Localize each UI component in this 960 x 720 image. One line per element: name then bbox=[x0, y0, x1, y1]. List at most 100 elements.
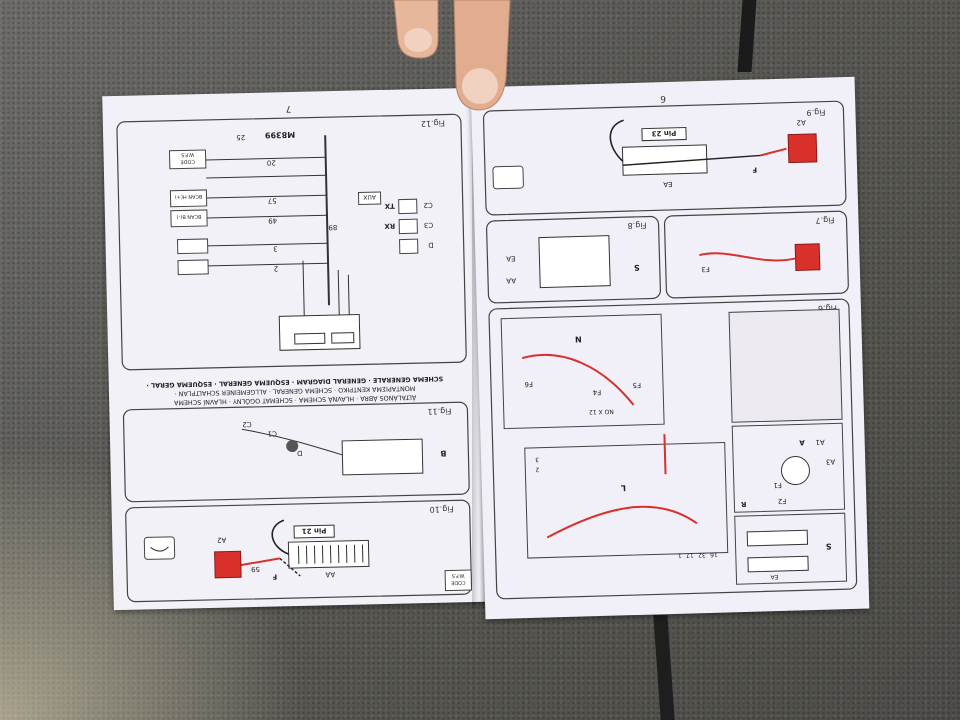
fig11-label: Fig.11 bbox=[427, 406, 451, 416]
fig8-module bbox=[538, 235, 611, 289]
alarm-module bbox=[278, 313, 361, 351]
side-label: D bbox=[428, 241, 434, 249]
fig9-frame bbox=[482, 100, 847, 216]
pin-number: 16 bbox=[710, 551, 718, 558]
dashboard-inset bbox=[524, 441, 729, 559]
fuse-holder bbox=[780, 456, 810, 486]
key-icon-box bbox=[492, 165, 524, 190]
wire bbox=[206, 194, 327, 199]
engine-photo-inset bbox=[728, 308, 843, 423]
black-wire bbox=[609, 119, 624, 162]
aux-label: AUX bbox=[363, 193, 376, 200]
pin-number: 2 bbox=[535, 466, 539, 473]
wire bbox=[208, 262, 329, 267]
fig6-door-inset bbox=[500, 313, 665, 430]
manual-page-left: 7 Fig.12 M8399 CODE W.F.S BCAN H(+) BCAN… bbox=[102, 87, 486, 611]
fig10-tag: F bbox=[272, 572, 277, 580]
wfs-label: W.F.S bbox=[181, 151, 194, 157]
red-wire bbox=[760, 147, 787, 157]
black-wire bbox=[271, 519, 289, 555]
side-label: RX bbox=[384, 222, 396, 230]
red-fuse-block bbox=[214, 550, 242, 579]
red-fuse-block bbox=[787, 133, 818, 164]
side-label: C2 bbox=[423, 201, 433, 209]
fig8-frame bbox=[486, 215, 661, 304]
code-label: CODE bbox=[180, 158, 195, 164]
f-tag: F bbox=[752, 166, 757, 174]
pin-tag: Pin 23 bbox=[651, 129, 676, 138]
side-label: C3 bbox=[424, 221, 434, 229]
wire bbox=[206, 174, 327, 179]
r-tag: R bbox=[740, 500, 746, 508]
canl-label: BCAN B(-) bbox=[176, 213, 201, 220]
fig11-module bbox=[341, 438, 424, 476]
wire bbox=[206, 214, 327, 219]
wire-number: 25 bbox=[236, 133, 245, 141]
fig6-s-inset bbox=[734, 512, 848, 585]
code-box bbox=[168, 149, 207, 170]
wire bbox=[205, 156, 326, 161]
fig6-frame bbox=[488, 298, 858, 600]
connector-tag: AA bbox=[325, 570, 335, 578]
holding-fingers bbox=[393, 0, 511, 111]
module-port bbox=[294, 332, 326, 345]
pin-tag: Pin 21 bbox=[302, 526, 327, 535]
f3-tag: F3 bbox=[701, 265, 710, 273]
a3-tag: A3 bbox=[826, 457, 835, 465]
wire-number: 49 bbox=[268, 216, 277, 224]
fig8-ea: EA bbox=[506, 254, 516, 262]
mid-caption: NO X 12 bbox=[589, 408, 614, 416]
wire bbox=[207, 242, 328, 247]
fuse-detail-inset bbox=[731, 422, 846, 513]
fig12-label: Fig.12 bbox=[421, 119, 445, 129]
canh-label: BCAN H(+) bbox=[175, 193, 203, 200]
connector bbox=[746, 529, 809, 547]
f4-tag: F4 bbox=[592, 388, 601, 396]
canl-box bbox=[170, 209, 208, 228]
fig11-tag: C2 bbox=[242, 420, 252, 428]
red-wire bbox=[239, 557, 280, 567]
l-tag: L bbox=[621, 483, 626, 492]
fig7-label: Fig.7 bbox=[815, 215, 834, 225]
f1-tag: F1 bbox=[773, 481, 782, 489]
fig6-ea: EA bbox=[770, 573, 779, 580]
wire bbox=[324, 135, 331, 306]
code-tag: CODE bbox=[451, 579, 466, 585]
pin-number: 17 bbox=[686, 551, 694, 558]
fig11-frame bbox=[122, 401, 470, 503]
fig10-label: Fig.10 bbox=[430, 504, 454, 514]
a-tag: A bbox=[799, 438, 805, 446]
f6-tag: F6 bbox=[524, 380, 533, 388]
fig10-frame bbox=[125, 499, 473, 603]
key-icon-box bbox=[143, 536, 176, 560]
wfs-tag: W.F.S bbox=[452, 572, 465, 578]
d-component bbox=[399, 238, 419, 255]
fig10-tag: 59 bbox=[251, 565, 260, 573]
wire-number: 2 bbox=[274, 264, 279, 272]
manual-page-right: 6 Fig.9 EA Pin 23 A2 F Fig.8 EA AA S Fig… bbox=[470, 76, 870, 620]
a1-tag: A1 bbox=[815, 438, 824, 446]
code-tag-box bbox=[444, 569, 473, 592]
pin-tag-box bbox=[293, 524, 335, 539]
fig10-tag: A2 bbox=[217, 536, 226, 544]
fig8-label: Fig.8 bbox=[627, 221, 646, 231]
aa-connector bbox=[287, 539, 370, 569]
part-number: M8399 bbox=[264, 130, 295, 140]
pin-number: 3 bbox=[535, 456, 539, 463]
left-page-diagrams: 7 Fig.12 M8399 CODE W.F.S BCAN H(+) BCAN… bbox=[116, 103, 473, 603]
fig8-s: S bbox=[634, 263, 640, 272]
wire-number: 89 bbox=[328, 223, 337, 231]
f5-tag: F5 bbox=[632, 381, 641, 389]
fig9-label: Fig.9 bbox=[806, 108, 825, 118]
tx-component bbox=[398, 198, 418, 215]
red-fuse-block bbox=[794, 243, 821, 271]
canh-box bbox=[169, 189, 208, 208]
fig11-tag: D bbox=[297, 449, 303, 457]
fig11-tag: C1 bbox=[267, 429, 277, 437]
red-wire bbox=[663, 434, 667, 475]
fig12-frame bbox=[116, 113, 467, 371]
connector bbox=[747, 555, 809, 573]
red-wire bbox=[521, 354, 635, 406]
n-tag: N bbox=[575, 334, 582, 343]
right-page-diagrams: 6 Fig.9 EA Pin 23 A2 F Fig.8 EA AA S Fig… bbox=[482, 93, 858, 600]
